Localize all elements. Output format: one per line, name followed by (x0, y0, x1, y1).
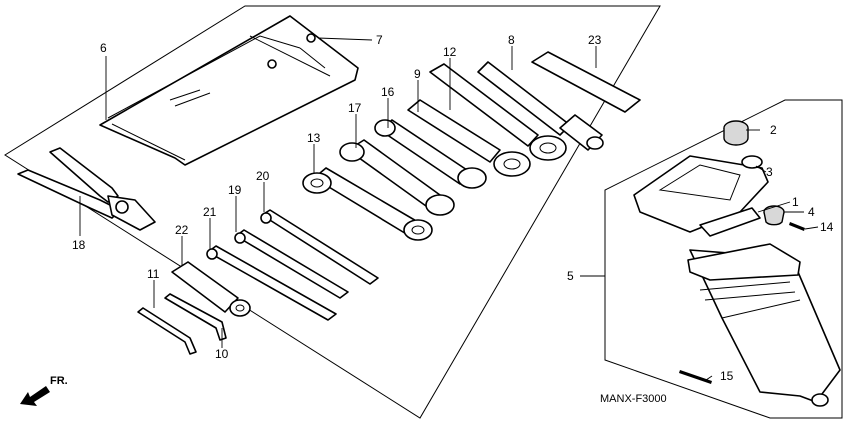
callout-4: 4 (808, 205, 815, 219)
front-direction-label: FR. (50, 375, 68, 387)
callout-17: 17 (348, 101, 362, 115)
screwdriver-handle-22-illustration (171, 261, 251, 317)
tool-bag-illustration (99, 15, 359, 166)
wrench-9-illustration (407, 99, 531, 177)
toolkit-panel-outline (4, 5, 661, 419)
callout-16: 16 (381, 85, 395, 99)
callout-3: 3 (766, 165, 773, 179)
callout-19: 19 (228, 183, 242, 197)
callout-2: 2 (770, 123, 777, 137)
callout-10: 10 (215, 347, 229, 361)
pin-14-illustration (789, 222, 805, 231)
leader-lines (79, 37, 819, 381)
callout-11: 11 (147, 267, 160, 281)
callout-22: 22 (175, 223, 189, 237)
grommet-1-illustration (699, 207, 761, 237)
pin-15-illustration (679, 370, 712, 384)
callout-5: 5 (567, 269, 574, 283)
sleeve-illustration (531, 51, 641, 113)
drawing-code: MANX-F3000 (600, 393, 667, 405)
callout-1: 1 (792, 195, 799, 209)
callout-6: 6 (100, 41, 107, 55)
callout-18: 18 (72, 238, 86, 252)
callout-21: 21 (203, 205, 217, 219)
hex-wrench-11-illustration (137, 307, 197, 355)
callout-20: 20 (256, 169, 270, 183)
pliers-18-illustration (17, 147, 156, 231)
ring-wrench-13-illustration (302, 167, 433, 241)
toolcase-panel-outline (604, 99, 843, 419)
hex-wrench-10-illustration (164, 293, 227, 341)
screwdriver-21-illustration (206, 245, 337, 321)
screwdriver-19-illustration (234, 229, 349, 299)
lid-cap-illustration (741, 155, 763, 169)
wrench-12-illustration (429, 63, 567, 161)
cap-2-illustration (723, 120, 749, 146)
front-arrow-icon (20, 386, 50, 406)
tube-wrench-illustration (477, 61, 604, 151)
callout-13: 13 (307, 131, 321, 145)
callout-7: 7 (376, 33, 383, 47)
callout-12: 12 (443, 45, 457, 59)
callout-23: 23 (588, 33, 602, 47)
callout-14: 14 (820, 220, 834, 234)
wrench-17-illustration (339, 139, 455, 216)
screwdriver-20-illustration (260, 209, 379, 285)
callout-9: 9 (414, 67, 421, 81)
tool-case-illustration (687, 243, 841, 407)
callout-15: 15 (720, 369, 734, 383)
wrench-16-illustration (374, 119, 487, 189)
callout-8: 8 (508, 33, 515, 47)
